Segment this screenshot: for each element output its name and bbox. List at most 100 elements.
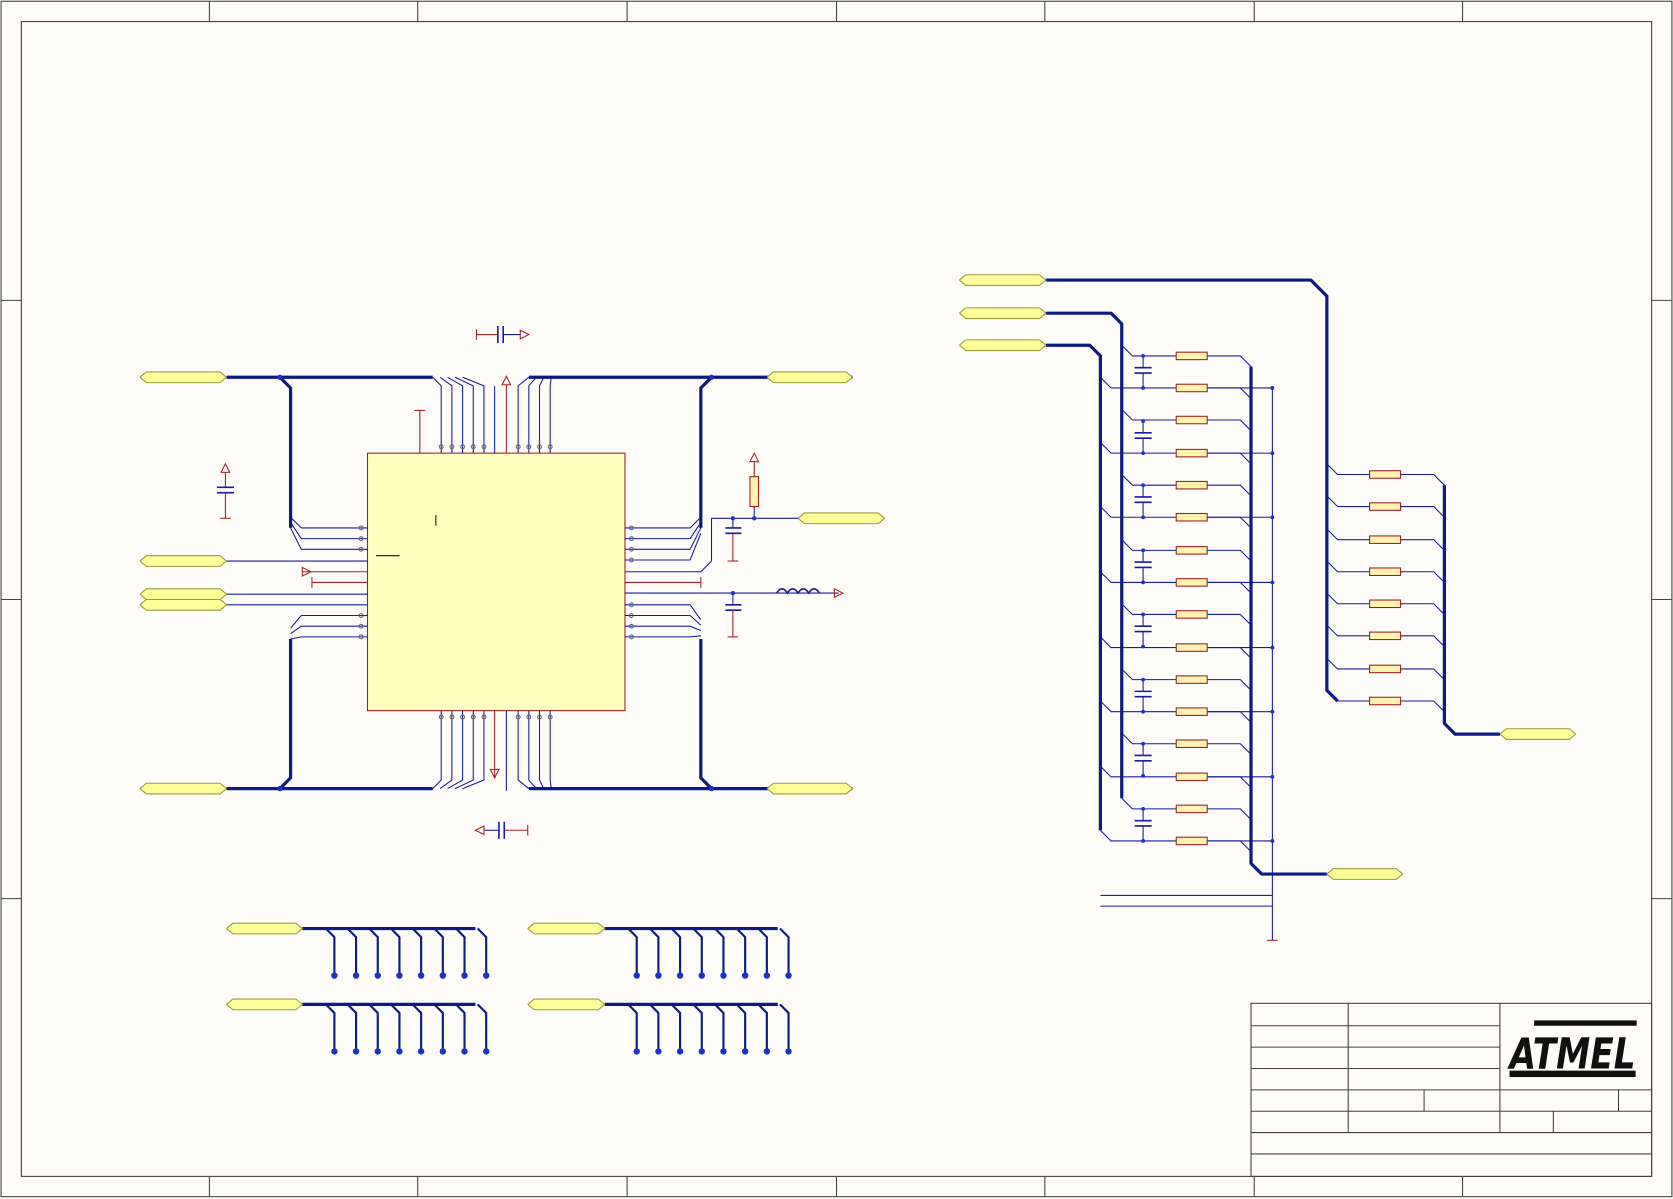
junction-dot bbox=[1270, 386, 1275, 390]
bus-junction bbox=[277, 785, 283, 792]
junction-dot bbox=[1141, 709, 1146, 714]
pinbank-4-pin-dot bbox=[741, 1048, 749, 1055]
pinbank-3-pin-dot bbox=[633, 972, 640, 979]
ic-top-pin-wire bbox=[454, 376, 474, 454]
rnet-in-wire bbox=[1099, 765, 1177, 778]
pinbank-2-pin-dot bbox=[396, 1048, 403, 1055]
port-bus-1 bbox=[959, 274, 1047, 286]
title-block: ATMEL bbox=[1250, 1002, 1653, 1177]
ic-right-pin-wire bbox=[624, 527, 702, 550]
ic-pin-stub bbox=[515, 714, 521, 720]
junction-dot bbox=[1141, 515, 1146, 520]
port-right-top bbox=[766, 371, 854, 384]
rarray-out-wire bbox=[1400, 700, 1445, 713]
pinbank-1-pin-wire bbox=[390, 927, 401, 976]
junction-dot bbox=[1270, 709, 1275, 714]
ic-right-pin-wire bbox=[624, 604, 702, 621]
pinbank-2-pin-dot bbox=[352, 1048, 360, 1055]
pinbank-4-pin-wire bbox=[735, 1003, 747, 1052]
rnet-in-wire bbox=[1121, 732, 1177, 745]
ic-right-pin-wire bbox=[624, 516, 702, 529]
rarray-resistor bbox=[1369, 535, 1402, 544]
junction-dot bbox=[1141, 419, 1146, 424]
power-arrow-icon bbox=[833, 587, 845, 599]
ic-pin-stub bbox=[449, 714, 455, 720]
pinbank-3-pin-dot bbox=[785, 972, 792, 979]
ic-pin-stub bbox=[628, 602, 634, 608]
pinbank-2-pin-wire bbox=[476, 1003, 488, 1052]
atmel-logo: ATMEL bbox=[1507, 1020, 1637, 1079]
ic-pin-stub bbox=[547, 714, 553, 720]
pinbank-2-pin-wire bbox=[325, 1003, 336, 1052]
inductor bbox=[775, 588, 821, 595]
ic-pin-stub bbox=[460, 714, 466, 720]
rnet-in-wire bbox=[1099, 442, 1177, 454]
ic-pin-stub bbox=[537, 714, 542, 720]
pinbank-1-pin-wire bbox=[411, 927, 423, 976]
ic-pin-stub bbox=[628, 536, 634, 542]
port-pinbank-4 bbox=[527, 998, 606, 1011]
rnet-resistor bbox=[1175, 351, 1208, 361]
rnet-out-wire bbox=[1207, 419, 1252, 432]
pinbank-3-pin-wire bbox=[670, 927, 682, 976]
rnet-resistor bbox=[1175, 415, 1208, 425]
rarray-resistor bbox=[1369, 567, 1402, 576]
rarray-out-wire bbox=[1400, 473, 1445, 486]
port-right-bottom bbox=[766, 782, 854, 795]
rnet-in-wire bbox=[1121, 668, 1177, 681]
rarray-out-wire bbox=[1400, 539, 1445, 551]
port-right-mid bbox=[797, 512, 886, 525]
ic-pin-stub bbox=[526, 714, 532, 720]
power-arrow-icon bbox=[220, 462, 231, 473]
rarray-resistor bbox=[1369, 696, 1402, 706]
bus-junction bbox=[277, 374, 283, 380]
buses-layer bbox=[226, 278, 1500, 1006]
port-left-b bbox=[139, 598, 228, 611]
pinbank-1-pin-wire bbox=[455, 927, 466, 976]
rnet-resistor bbox=[1175, 512, 1208, 522]
ic-pin-stub bbox=[628, 613, 634, 618]
ic-pin-stub bbox=[628, 546, 634, 552]
rnet-out-wire bbox=[1207, 484, 1252, 497]
rnet-in-wire bbox=[1121, 344, 1177, 357]
port-res-out-2 bbox=[1326, 868, 1404, 880]
pinbank-2-pin-wire bbox=[346, 1003, 358, 1052]
rnet-in-wire bbox=[1121, 408, 1177, 421]
rarray-out-wire bbox=[1400, 603, 1445, 615]
ic-top-pin-wire bbox=[462, 376, 485, 454]
ic-pin-stub bbox=[526, 444, 532, 450]
ic-bottom-pin-wire bbox=[528, 710, 537, 789]
rnet-out-wire bbox=[1207, 743, 1252, 755]
rnet-resistor bbox=[1175, 383, 1208, 393]
rarray-in-wire bbox=[1326, 495, 1370, 508]
rnet-resistor bbox=[1175, 804, 1208, 814]
pinbank-3-pin-wire bbox=[735, 927, 747, 976]
ic-pin-stub bbox=[358, 525, 364, 531]
rnet-in-wire bbox=[1121, 539, 1177, 551]
pinbank-2-pin-wire bbox=[455, 1003, 466, 1052]
port-pinbank-2 bbox=[226, 998, 303, 1011]
ic-pin-stub bbox=[449, 444, 455, 450]
ic-left-pin-wire bbox=[290, 625, 368, 635]
ic-pin-stub bbox=[515, 444, 521, 450]
pinbank-4-pin-wire bbox=[692, 1003, 703, 1052]
rarray-resistor bbox=[1369, 470, 1402, 479]
pinbank-4-pin-wire bbox=[779, 1003, 790, 1052]
rarray-in-wire bbox=[1326, 528, 1370, 541]
power-arrow-icon bbox=[749, 451, 760, 463]
ic-pin-stub bbox=[358, 623, 364, 629]
pinbank-2-pin-dot bbox=[482, 1048, 490, 1055]
ic-pin-stub bbox=[628, 634, 634, 640]
pinbank-2-pin-dot bbox=[461, 1048, 468, 1055]
bus-rnet-out-1 bbox=[1442, 485, 1500, 736]
pinbank-3-pin-dot bbox=[763, 972, 771, 979]
junction-dot bbox=[1141, 451, 1146, 456]
junction-dot bbox=[1270, 774, 1275, 779]
pinbank-4-pin-wire bbox=[627, 1003, 638, 1052]
pinbank-3-pin-dot bbox=[676, 972, 684, 979]
pinbank-3-pin-dot bbox=[720, 972, 727, 979]
pinbank-4-pin-dot bbox=[720, 1048, 727, 1055]
junction-dot bbox=[1141, 741, 1146, 746]
ic-left-pin-wire bbox=[290, 636, 368, 640]
pinbank-3-pin-wire bbox=[714, 927, 725, 976]
